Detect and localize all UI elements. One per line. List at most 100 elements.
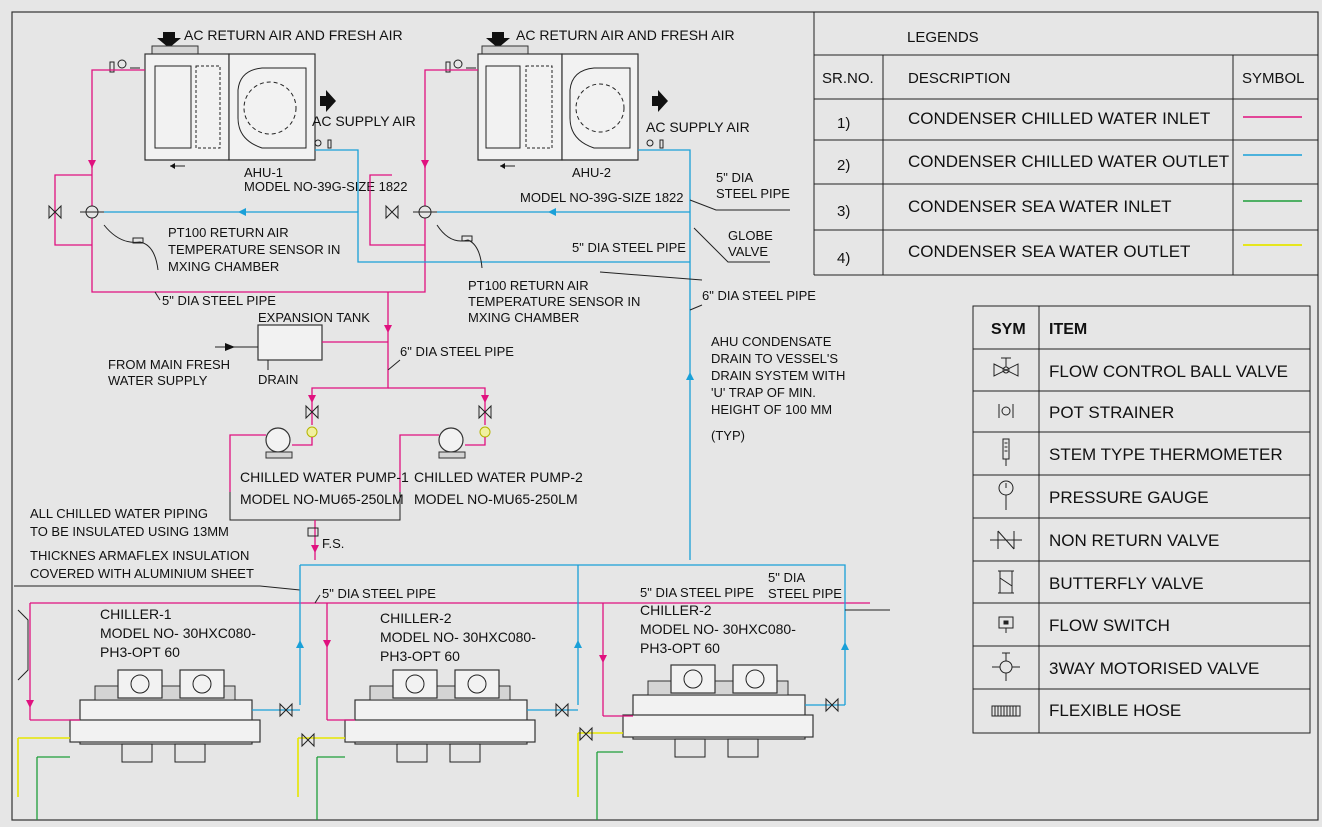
symbol-item-label: POT STRAINER: [1049, 403, 1174, 422]
pump-1-model: MODEL NO-MU65-250LM: [240, 491, 404, 507]
symbol-header-item: ITEM: [1049, 321, 1087, 338]
pressure-gauge-icon: [998, 480, 1014, 510]
chiller-1-opt: PH3-OPT 60: [100, 644, 180, 660]
ahu-2-model: MODEL NO-39G-SIZE 1822: [520, 190, 684, 205]
condensate-line1: AHU CONDENSATE: [711, 334, 832, 349]
pump-2-label: CHILLED WATER PUMP-2: [414, 469, 583, 485]
chiller-3-opt: PH3-OPT 60: [640, 640, 720, 656]
legend-header-srno: SR.NO.: [822, 70, 874, 87]
chiller-2: [344, 669, 536, 763]
symbol-item-label: PRESSURE GAUGE: [1049, 488, 1209, 507]
condensate-line4: 'U' TRAP OF MIN.: [711, 385, 816, 400]
pump-header: [229, 370, 492, 560]
pipe-label-steel: STEEL PIPE: [768, 586, 842, 601]
pipe-label-5-dia: 5" DIA: [716, 170, 753, 185]
chiller-2-name: CHILLER-2: [380, 610, 452, 626]
symbol-item-label: FLOW SWITCH: [1049, 616, 1170, 635]
ahu-1-name: AHU-1: [244, 165, 283, 180]
legend-header-symbol: SYMBOL: [1242, 70, 1305, 87]
chiller-1-model: MODEL NO- 30HXC080-: [100, 625, 256, 641]
symbol-item-label: BUTTERFLY VALVE: [1049, 574, 1204, 593]
air-intake-arrow-icon: [486, 32, 510, 48]
condensate-line2: DRAIN TO VESSEL'S: [711, 351, 838, 366]
stem-thermometer-icon: [1002, 438, 1010, 466]
chiller-1-name: CHILLER-1: [100, 606, 172, 622]
ahu-2-supply-label: AC SUPPLY AIR: [646, 119, 750, 135]
drain-label: DRAIN: [258, 372, 298, 387]
legend-table: LEGENDS SR.NO. DESCRIPTION SYMBOL 1) CON…: [813, 12, 1318, 276]
supply-air-arrow-icon: [320, 90, 336, 112]
ahu-piping: [48, 69, 694, 560]
non-return-valve-icon: [990, 530, 1022, 550]
insulation-line2: TO BE INSULATED USING 13MM: [30, 524, 229, 539]
condensate-line5: HEIGHT OF 100 MM: [711, 402, 832, 417]
sensor-1-line2: TEMPERATURE SENSOR IN: [168, 242, 340, 257]
sensor-1-line1: PT100 RETURN AIR: [168, 225, 289, 240]
symbol-item-label: FLEXIBLE HOSE: [1049, 701, 1181, 720]
legend-title: LEGENDS: [907, 29, 979, 46]
legend-row-desc: CONDENSER SEA WATER INLET: [908, 197, 1172, 216]
pipe-label-6-dia: 6" DIA STEEL PIPE: [400, 344, 514, 359]
pump-2-model: MODEL NO-MU65-250LM: [414, 491, 578, 507]
legend-row-desc: CONDENSER CHILLED WATER OUTLET: [908, 152, 1229, 171]
legend-row-desc: CONDENSER SEA WATER OUTLET: [908, 242, 1190, 261]
air-intake-arrow-icon: [157, 32, 181, 48]
symbol-item-label: 3WAY MOTORISED VALVE: [1049, 659, 1259, 678]
legend-row-no: 1): [837, 115, 850, 132]
globe-valve-label-1: GLOBE: [728, 228, 773, 243]
legend-row-no: 3): [837, 203, 850, 220]
pipe-label-6-dia: 6" DIA STEEL PIPE: [702, 288, 816, 303]
symbol-item-label: FLOW CONTROL BALL VALVE: [1049, 362, 1288, 381]
ahu-2-name: AHU-2: [572, 165, 611, 180]
insulation-line4: COVERED WITH ALUMINIUM SHEET: [30, 566, 254, 581]
globe-valve-label-2: VALVE: [728, 244, 768, 259]
pump-1-label: CHILLED WATER PUMP-1: [240, 469, 409, 485]
ahu-1-intake-label: AC RETURN AIR AND FRESH AIR: [184, 27, 403, 43]
symbol-item-label: NON RETURN VALVE: [1049, 531, 1219, 550]
symbol-item-label: STEM TYPE THERMOMETER: [1049, 445, 1283, 464]
legend-row-desc: CONDENSER CHILLED WATER INLET: [908, 109, 1210, 128]
condensate-line6: (TYP): [711, 428, 745, 443]
chiller-1: [69, 669, 261, 763]
drawing-frame: [11, 11, 1319, 821]
pipe-label-5-dia: 5" DIA STEEL PIPE: [322, 586, 436, 601]
sensor-2-line3: MXING CHAMBER: [468, 310, 579, 325]
symbol-table: SYM ITEM FLOW CONTROL BAL: [972, 305, 1311, 734]
expansion-tank: [215, 292, 392, 370]
pot-strainer-icon: [998, 404, 1014, 418]
condensate-line3: DRAIN SYSTEM WITH: [711, 368, 845, 383]
chiller-3-name: CHILLER-2: [640, 602, 712, 618]
ahu-1-supply-label: AC SUPPLY AIR: [312, 113, 416, 129]
chiller-2-model: MODEL NO- 30HXC080-: [380, 629, 536, 645]
insulation-line1: ALL CHILLED WATER PIPING: [30, 506, 208, 521]
pipe-label-5-dia: 5" DIA STEEL PIPE: [572, 240, 686, 255]
chiller-2-opt: PH3-OPT 60: [380, 648, 460, 664]
flow-control-ball-valve-icon: [993, 357, 1019, 377]
butterfly-valve-icon: [998, 570, 1014, 594]
pipe-label-steel: STEEL PIPE: [716, 186, 790, 201]
pipe-label-5-dia: 5" DIA: [768, 570, 805, 585]
supply-air-arrow-icon: [652, 90, 668, 112]
legend-row-no: 4): [837, 250, 850, 267]
chiller-3-model: MODEL NO- 30HXC080-: [640, 621, 796, 637]
symbol-header-sym: SYM: [991, 321, 1026, 338]
ahu-1: AC RETURN AIR AND FRESH AIR AC SUPPLY AI…: [109, 27, 416, 194]
insulation-line3: THICKNES ARMAFLEX INSULATION: [30, 548, 249, 563]
pipe-label-5-dia: 5" DIA STEEL PIPE: [640, 585, 754, 600]
ahu-1-model: MODEL NO-39G-SIZE 1822: [244, 179, 408, 194]
chiller-3: [622, 664, 814, 758]
pipe-label-5-dia: 5" DIA STEEL PIPE: [162, 293, 276, 308]
legend-row-no: 2): [837, 157, 850, 174]
chiller-headers: [17, 564, 870, 720]
expansion-tank-label: EXPANSION TANK: [258, 310, 370, 325]
sea-water-piping: [17, 732, 623, 820]
flow-switch-label: F.S.: [322, 536, 344, 551]
ahu-2: AC RETURN AIR AND FRESH AIR AC SUPPLY AI…: [445, 27, 750, 205]
fresh-water-line1: FROM MAIN FRESH: [108, 357, 230, 372]
three-way-valve-icon: [992, 652, 1020, 681]
legend-header-description: DESCRIPTION: [908, 70, 1011, 87]
flow-switch-icon: [998, 616, 1014, 633]
sensor-2-line2: TEMPERATURE SENSOR IN: [468, 294, 640, 309]
sensor-2-line1: PT100 RETURN AIR: [468, 278, 589, 293]
